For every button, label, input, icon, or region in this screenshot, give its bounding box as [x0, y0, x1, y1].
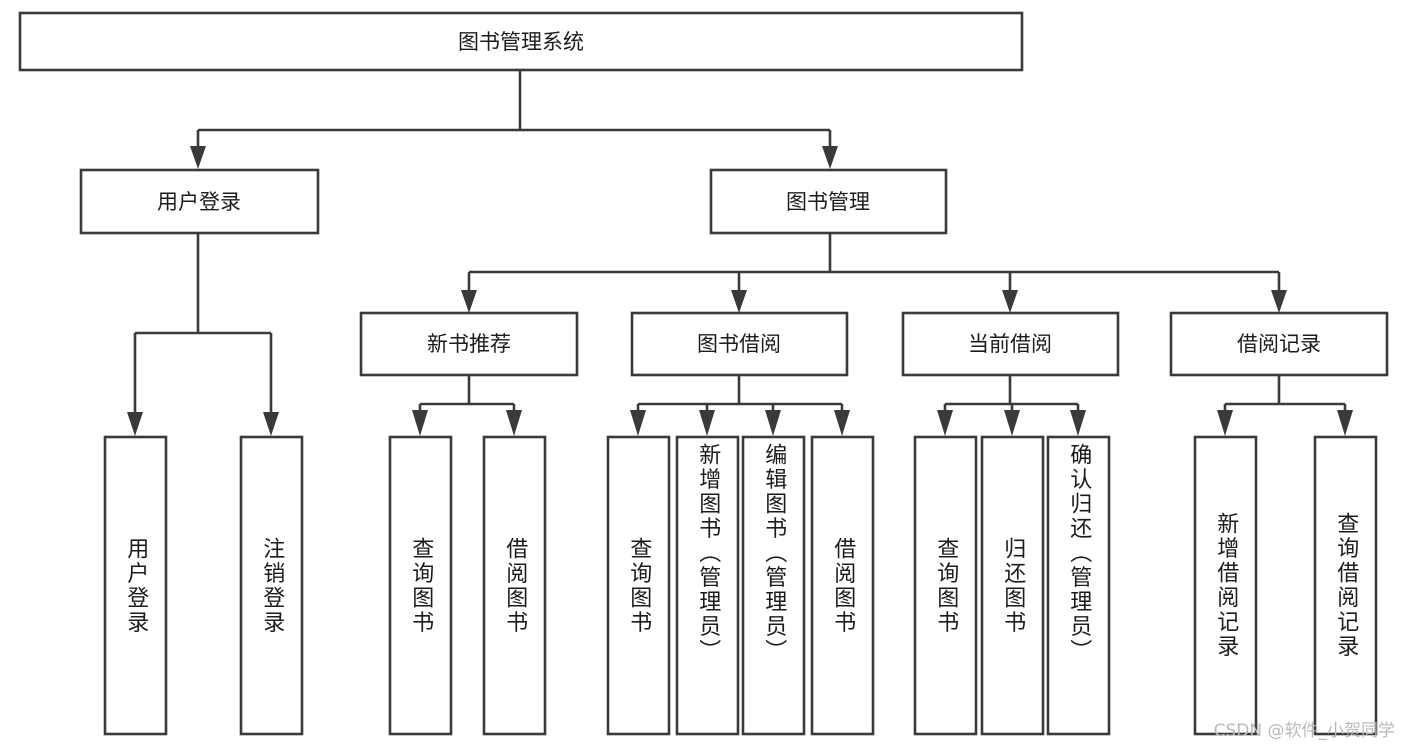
arrowhead-leaf-query-book-1: [412, 410, 428, 436]
node-new-book-recommend-label: 新书推荐: [427, 332, 511, 356]
arrowhead-borrow-record: [1271, 290, 1287, 313]
arrowhead-leaf-query-book-3: [937, 410, 953, 436]
node-leaf-borrow-book-2[interactable]: [810, 435, 875, 736]
arrowhead-leaf-user-logout: [263, 412, 279, 436]
node-book-manage[interactable]: [709, 168, 948, 235]
arrowhead-leaf-add-book: [699, 410, 715, 436]
node-book-borrow-label: 图书借阅: [697, 332, 781, 356]
arrowhead-book-manage: [822, 146, 838, 169]
node-leaf-query-book-1[interactable]: [388, 435, 453, 736]
node-leaf-query-book-3[interactable]: [913, 435, 978, 736]
node-book-manage-label: 图书管理: [786, 190, 870, 214]
arrowhead-book-borrow: [731, 290, 747, 313]
node-book-borrow[interactable]: [630, 311, 849, 377]
node-leaf-query-book-2[interactable]: [606, 435, 671, 736]
node-borrow-record[interactable]: [1169, 311, 1389, 377]
node-leaf-return-book[interactable]: [980, 435, 1045, 736]
arrowhead-leaf-add-record: [1217, 410, 1233, 436]
node-root-label: 图书管理系统: [458, 30, 584, 54]
node-leaf-user-logout[interactable]: [239, 435, 304, 736]
arrowhead-current-borrow: [1002, 290, 1018, 313]
arrowhead-leaf-borrow-book-1: [506, 410, 522, 436]
node-current-borrow-label: 当前借阅: [968, 332, 1052, 356]
node-user-login[interactable]: [79, 168, 320, 235]
arrowhead-leaf-query-record: [1337, 410, 1353, 436]
arrowhead-leaf-confirm-return: [1070, 410, 1086, 436]
node-leaf-add-book[interactable]: [675, 435, 740, 736]
node-leaf-edit-book[interactable]: [741, 435, 806, 736]
node-leaf-user-login[interactable]: [103, 435, 168, 736]
arrowhead-leaf-return-book: [1004, 410, 1020, 436]
node-leaf-query-record[interactable]: [1313, 435, 1378, 736]
node-borrow-record-label: 借阅记录: [1237, 332, 1321, 356]
node-user-login-label: 用户登录: [157, 190, 241, 214]
node-leaf-borrow-book-1[interactable]: [482, 435, 547, 736]
node-leaf-add-record[interactable]: [1193, 435, 1258, 736]
arrowhead-leaf-edit-book: [765, 410, 781, 436]
arrowhead-leaf-query-book-2: [630, 410, 646, 436]
node-new-book-recommend[interactable]: [359, 311, 579, 377]
arrowhead-new-book-recommend: [461, 290, 477, 313]
node-leaf-confirm-return[interactable]: [1046, 435, 1111, 736]
node-current-borrow[interactable]: [901, 311, 1120, 377]
node-root[interactable]: [18, 11, 1024, 72]
arrowhead-user-login: [190, 146, 206, 169]
arrowhead-leaf-user-login: [127, 412, 143, 436]
arrowhead-leaf-borrow-book-2: [834, 410, 850, 436]
